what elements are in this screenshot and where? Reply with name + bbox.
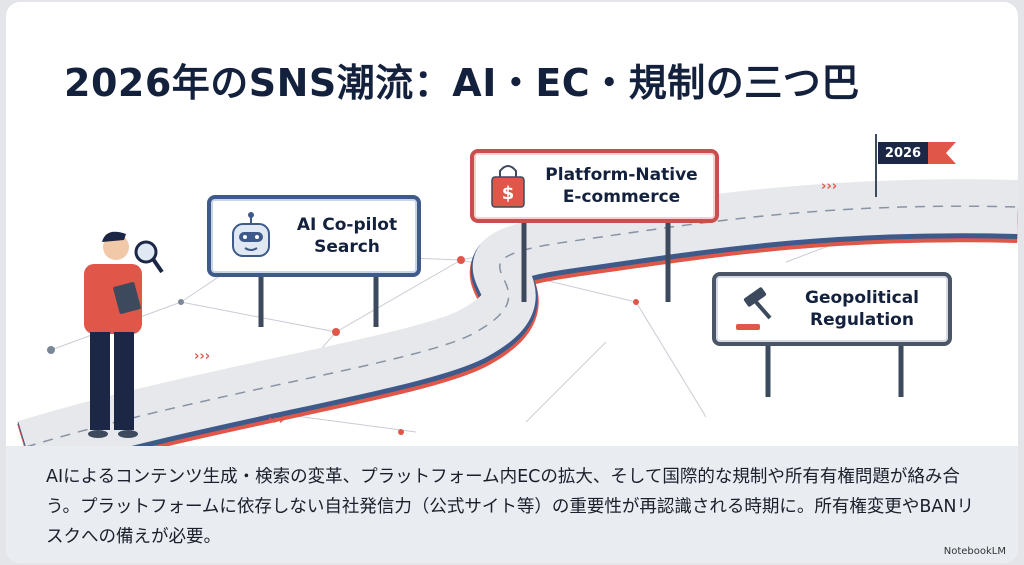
notebooklm-watermark: NotebookLM xyxy=(943,546,1006,557)
slide-title: 2026年のSNS潮流：AI・EC・規制の三つ巴 xyxy=(64,61,860,105)
road-illustration: ››› ››› ››› xyxy=(17,134,1018,452)
sign-line-1: Platform-Native xyxy=(545,165,698,185)
description-panel: AIによるコンテンツ生成・検索の変革、プラットフォーム内ECの拡大、そして国際的… xyxy=(6,446,1018,563)
sign-line-2: Search xyxy=(314,237,380,257)
sign-line-2: E-commerce xyxy=(562,187,681,207)
sign-line-1: Geopolitical xyxy=(805,288,919,308)
svg-text:›››: ››› xyxy=(194,349,210,364)
flag-icon xyxy=(928,142,956,164)
svg-text:›››: ››› xyxy=(821,179,837,194)
description-text: AIによるコンテンツ生成・検索の変革、プラットフォーム内ECの拡大、そして国際的… xyxy=(46,467,974,547)
gavel-icon xyxy=(736,287,772,330)
svg-text:›››: ››› xyxy=(268,413,284,428)
sign-line-2: Regulation xyxy=(810,310,914,330)
road xyxy=(17,179,1018,452)
shopping-bag-icon: $ xyxy=(491,165,525,208)
dollar-glyph: $ xyxy=(502,183,515,204)
slide: 2026年のSNS潮流：AI・EC・規制の三つ巴 ››› ››› ››› xyxy=(6,2,1018,563)
chevron-arrows: ››› ››› ››› xyxy=(194,179,837,428)
sign-line-1: AI Co-pilot xyxy=(296,215,398,235)
sign-posts xyxy=(258,134,904,397)
person-with-magnifier-icon xyxy=(84,231,164,438)
flag-2026-label: 2026 xyxy=(878,142,928,164)
robot-icon xyxy=(232,212,270,257)
